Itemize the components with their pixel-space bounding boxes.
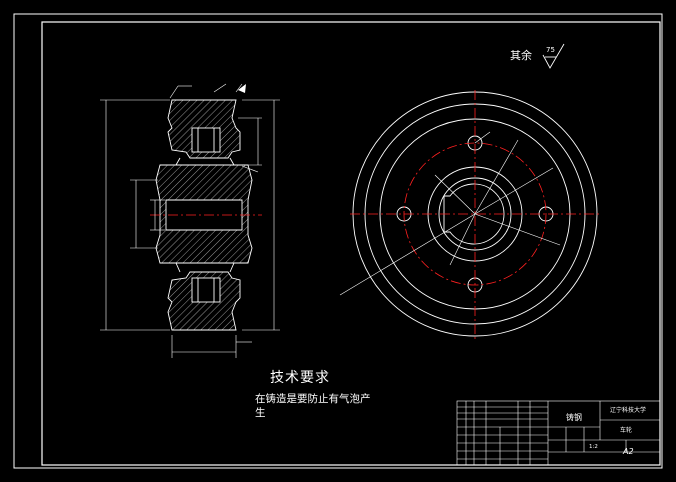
title-block-part-name: 铸钢 xyxy=(566,413,582,422)
title-block-scale: 1:2 xyxy=(589,444,598,450)
lower-rim-groove xyxy=(191,277,221,303)
title-block-drawing-name: 车轮 xyxy=(620,427,633,434)
roughness-symbol xyxy=(542,43,565,69)
title-block-school: 辽宁科技大学 xyxy=(610,407,647,414)
technical-requirement-line-1: 在铸造是要防止有气泡产 xyxy=(255,393,371,405)
technical-requirements-title: 技术要求 xyxy=(270,370,330,386)
keyway-bore xyxy=(443,183,505,245)
hub-circle xyxy=(438,177,512,251)
roughness-value: 75 xyxy=(546,46,555,54)
chamfer-arrow xyxy=(238,84,246,93)
upper-rim-groove xyxy=(191,127,221,153)
title-block-sheet-size: A2 xyxy=(623,447,634,456)
front-view-leaders xyxy=(339,131,561,296)
section-view xyxy=(155,99,253,331)
inner-border xyxy=(41,21,661,466)
title-block xyxy=(456,400,661,466)
roughness-label: 其余 xyxy=(510,49,532,62)
side-view-dimensions xyxy=(100,83,280,358)
outer-border xyxy=(13,13,663,469)
technical-requirement-line-2: 生 xyxy=(255,407,266,419)
front-view-centerlines xyxy=(350,90,600,340)
